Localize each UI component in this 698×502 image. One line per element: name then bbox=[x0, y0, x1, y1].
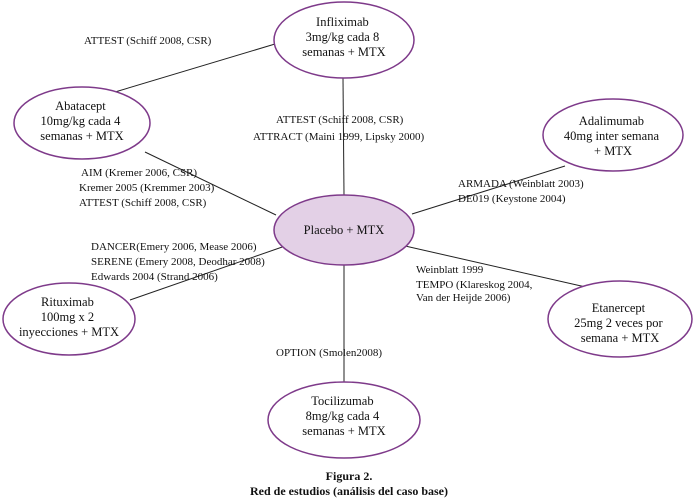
node-abatacept-label: Abatacept 10mg/kg cada 4 semanas + MTX bbox=[40, 99, 123, 143]
edge-label-rituximab-placebo: DANCER(Emery 2006, Mease 2006) SERENE (E… bbox=[91, 241, 268, 283]
node-etanercept bbox=[547, 280, 693, 358]
edge-label-abatacept-placebo: AIM (Kremer 2006, CSR) Kremer 2005 (Krem… bbox=[79, 167, 217, 209]
node-rituximab-label: Rituximab 100mg x 2 inyecciones + MTX bbox=[19, 295, 119, 339]
edge-adalimumab-placebo bbox=[411, 165, 566, 215]
node-placebo bbox=[273, 194, 415, 266]
edge-label-adalimumab-placebo: ARMADA (Weinblatt 2003) DE019 (Keystone … bbox=[458, 178, 586, 205]
edge-rituximab-placebo bbox=[129, 244, 289, 301]
node-abatacept bbox=[13, 86, 151, 160]
node-infliximab bbox=[273, 1, 415, 79]
edge-label-tocilizumab-placebo: OPTION (Smolen2008) bbox=[276, 347, 382, 359]
edge-infliximab-placebo bbox=[342, 77, 345, 196]
node-placebo-label: Placebo + MTX bbox=[304, 223, 385, 237]
node-rituximab bbox=[2, 282, 136, 356]
node-tocilizumab-label: Tocilizumab 8mg/kg cada 4 semanas + MTX bbox=[302, 394, 385, 438]
node-etanercept-label: Etanercept 25mg 2 veces por semana + MTX bbox=[574, 301, 666, 345]
edge-label-etanercept-placebo: Weinblatt 1999 TEMPO (Klareskog 2004, Va… bbox=[416, 264, 535, 304]
edge-label-infliximab-abatacept: ATTEST (Schiff 2008, CSR) bbox=[84, 35, 212, 47]
node-adalimumab bbox=[542, 98, 684, 172]
figure-number: Figura 2. bbox=[325, 469, 373, 483]
edge-label-infliximab-placebo: ATTEST (Schiff 2008, CSR) ATTRACT (Maini… bbox=[253, 114, 425, 143]
edge-etanercept-placebo bbox=[391, 242, 591, 289]
node-infliximab-label: Infliximab 3mg/kg cada 8 semanas + MTX bbox=[302, 15, 385, 59]
edge-infliximab-abatacept bbox=[114, 43, 276, 93]
figure-title: Red de estudios (análisis del caso base) bbox=[249, 484, 449, 498]
node-tocilizumab bbox=[267, 381, 421, 459]
node-adalimumab-label: Adalimumab 40mg inter semana + MTX bbox=[564, 114, 662, 158]
edge-abatacept-placebo bbox=[144, 151, 277, 216]
